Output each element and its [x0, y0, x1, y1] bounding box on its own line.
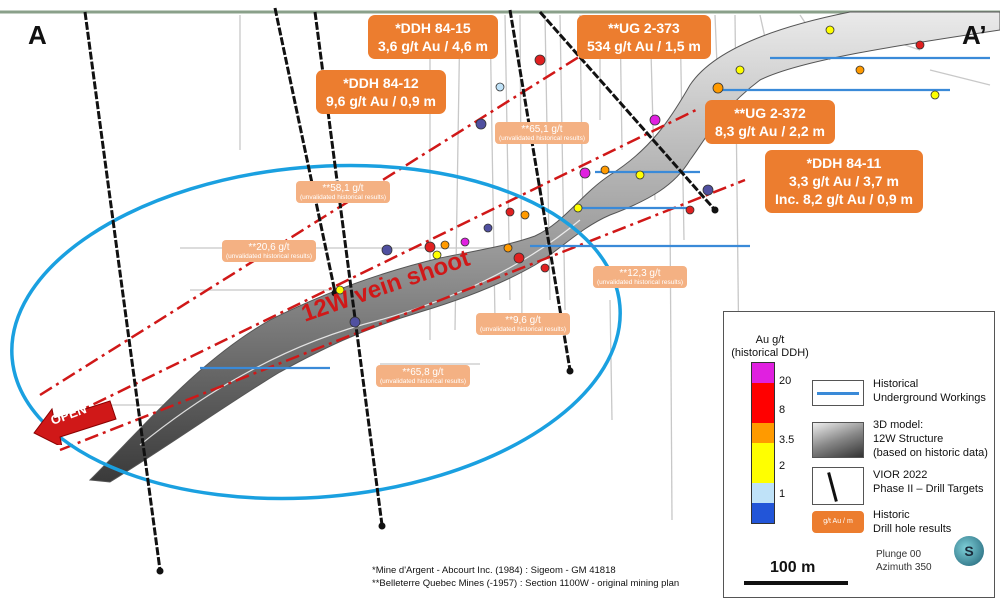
callout-note: (unvalidated historical results) [480, 326, 566, 333]
scale-label: 100 m [770, 559, 816, 576]
legend-item-structure: 3D model: 12W Structure (based on histor… [873, 419, 988, 459]
callout-value: **65,1 g/t [521, 124, 563, 135]
callout-ug-2-372: **UG 2-372 8,3 g/t Au / 2,2 m [705, 100, 835, 145]
callout-result: 3,6 g/t Au / 4,6 m [378, 38, 488, 55]
callout-9-6: **9,6 g/t(unvalidated historical results… [476, 313, 570, 335]
callout-12-3: **12,3 g/t(unvalidated historical result… [593, 266, 687, 288]
section-label-a: A [28, 20, 47, 50]
legend-item-underground: Historical Underground Workings [873, 378, 986, 404]
callout-note: (unvalidated historical results) [226, 253, 312, 260]
legend-item-drill-results: Historic Drill hole results [873, 509, 952, 535]
orientation-block: Plunge 00 Azimuth 350 [876, 548, 932, 574]
callout-hole-id: **UG 2-372 [734, 105, 806, 121]
callout-ddh-84-15: *DDH 84-15 3,6 g/t Au / 4,6 m [368, 15, 498, 60]
callout-value: **58,1 g/t [322, 183, 364, 194]
tick-label: 1 [779, 488, 786, 500]
callout-ddh-84-12: *DDH 84-12 9,6 g/t Au / 0,9 m [316, 70, 446, 115]
plunge-text: Plunge 00 [876, 549, 922, 560]
callout-result-included: Inc. 8,2 g/t Au / 0,9 m [775, 191, 913, 208]
callout-65-8: **65,8 g/t(unvalidated historical result… [376, 365, 470, 387]
callout-note: (unvalidated historical results) [597, 279, 683, 286]
underground-workings [200, 56, 990, 370]
company-logo: S [954, 536, 984, 566]
azimuth-text: Azimuth 350 [876, 562, 932, 573]
structure-model-icon [812, 422, 864, 458]
callout-hole-id: *DDH 84-11 [806, 155, 882, 171]
color-stop [752, 483, 774, 503]
au-color-bar [751, 362, 775, 524]
projection-planes [39, 26, 746, 452]
legend-title: Au g/t (historical DDH) [731, 334, 809, 360]
callout-value: **9,6 g/t [505, 315, 541, 326]
legend-item-drill-target: VIOR 2022 Phase II – Drill Targets [873, 469, 984, 495]
underground-workings-icon [812, 380, 864, 406]
callout-hole-id: *DDH 84-12 [343, 75, 419, 91]
color-stop [752, 363, 774, 383]
source-note-2: **Belleterre Quebec Mines (-1957) : Sect… [372, 578, 680, 589]
source-note-1: *Mine d'Argent - Abcourt Inc. (1984) : S… [372, 565, 616, 576]
drill-target-icon [812, 467, 864, 505]
callout-result: 8,3 g/t Au / 2,2 m [715, 123, 825, 140]
color-stop [752, 443, 774, 463]
tick-label: 2 [779, 460, 786, 472]
color-stop [752, 503, 774, 523]
callout-note: (unvalidated historical results) [380, 378, 466, 385]
callout-58-1: **58,1 g/t(unvalidated historical result… [296, 181, 390, 203]
section-label-a-prime: A’ [962, 20, 987, 50]
callout-note: (unvalidated historical results) [499, 135, 585, 142]
open-arrow [33, 400, 117, 445]
color-stop [752, 423, 774, 443]
callout-20-6: **20,6 g/t(unvalidated historical result… [222, 240, 316, 262]
color-stop [752, 463, 774, 483]
tick-label: 3.5 [779, 434, 795, 446]
callout-hole-id: *DDH 84-15 [395, 20, 471, 36]
callout-value: **20,6 g/t [248, 242, 290, 253]
callout-value: **12,3 g/t [619, 268, 661, 279]
scale-bar [744, 581, 848, 585]
tick-label: 20 [779, 375, 792, 387]
callout-ddh-84-11: *DDH 84-11 3,3 g/t Au / 3,7 m Inc. 8,2 g… [765, 150, 923, 213]
result-callout-icon: g/t Au / m [812, 511, 864, 533]
callout-65-1: **65,1 g/t(unvalidated historical result… [495, 122, 589, 144]
target-zone-ellipse [10, 163, 622, 501]
callout-result: 534 g/t Au / 1,5 m [587, 38, 701, 55]
callout-result: 9,6 g/t Au / 0,9 m [326, 93, 436, 110]
callout-value: **65,8 g/t [402, 367, 444, 378]
callout-result: 3,3 g/t Au / 3,7 m [789, 173, 899, 190]
color-stop [752, 383, 774, 403]
assay-spheres [335, 25, 940, 328]
legend-panel: Au g/t (historical DDH) 20 8 3.5 2 1 His… [723, 311, 995, 598]
tick-label: 8 [779, 404, 786, 416]
callout-hole-id: **UG 2-373 [608, 20, 680, 36]
callout-ug-2-373: **UG 2-373 534 g/t Au / 1,5 m [577, 15, 711, 60]
color-stop [752, 403, 774, 423]
callout-note: (unvalidated historical results) [300, 194, 386, 201]
